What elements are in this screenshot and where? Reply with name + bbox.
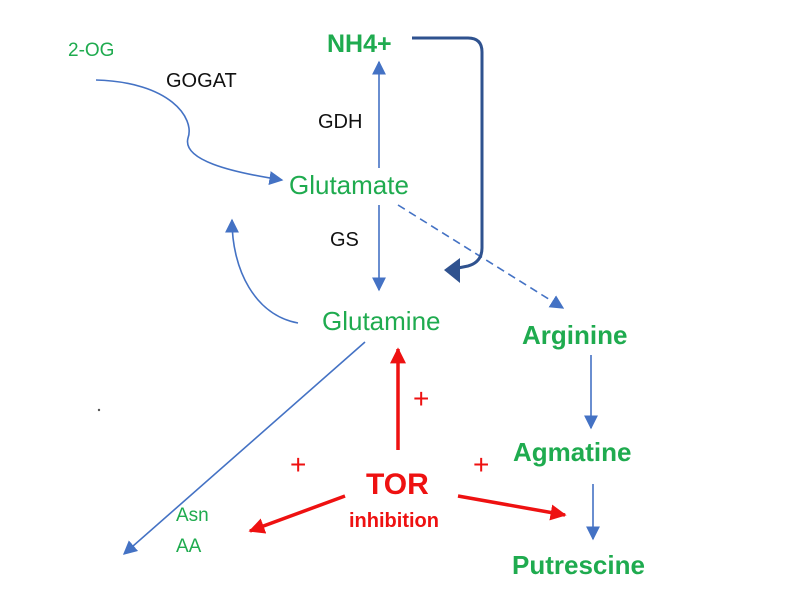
plus-right-label: + <box>473 449 489 480</box>
two-og-label: 2-OG <box>68 40 114 61</box>
glutamine-to-asn-aa-arrow <box>122 341 366 555</box>
asn-label: Asn <box>176 505 209 526</box>
aa-label: AA <box>176 536 202 557</box>
gs-label: GS <box>330 229 359 251</box>
arginine-label: Arginine <box>522 320 627 350</box>
tor-to-asn-aa-arrow <box>248 494 346 534</box>
tor-to-putrescine-arrow <box>457 494 567 521</box>
inhibition-label: inhibition <box>349 510 439 532</box>
plus-glutamine-label: + <box>413 383 429 414</box>
gdh-label: GDH <box>318 111 362 133</box>
agmatine-label: Agmatine <box>513 437 631 467</box>
glutamine-label: Glutamine <box>322 306 441 336</box>
glutamate-label: Glutamate <box>289 170 409 200</box>
nh4-label: NH4+ <box>327 30 392 58</box>
nh4-feedback-arrow <box>412 36 484 272</box>
tor-label: TOR <box>366 468 429 501</box>
glutamine-to-glutamate-arrow <box>225 218 299 324</box>
stray-dot <box>97 408 101 412</box>
gogat-label: GOGAT <box>166 70 237 92</box>
putrescine-label: Putrescine <box>512 550 645 580</box>
gogat-arrow <box>95 79 284 186</box>
plus-left-label: + <box>290 449 306 480</box>
nh4-feedback-arrowhead <box>444 258 460 283</box>
